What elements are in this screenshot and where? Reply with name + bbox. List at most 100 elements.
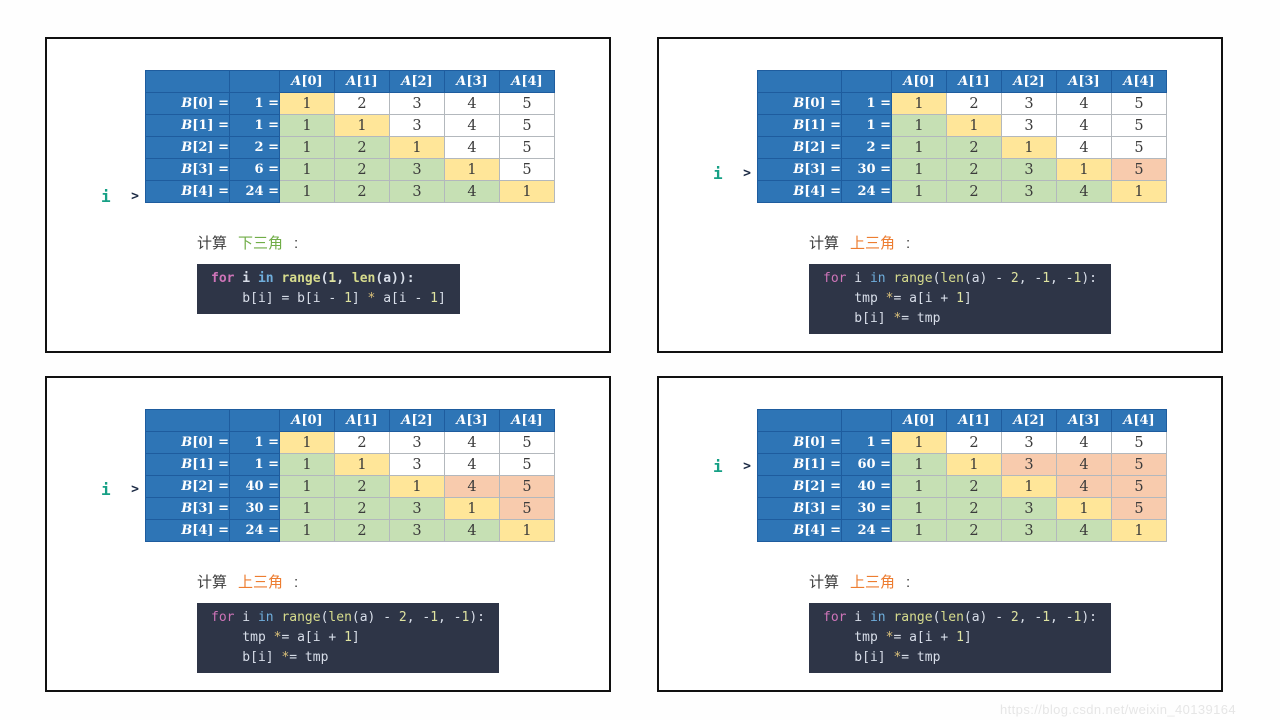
matrix-cell: 5: [499, 497, 555, 520]
row-label-cell: B[1] =: [145, 453, 230, 476]
matrix-cell: 1: [946, 114, 1002, 137]
matrix-cell: 3: [389, 497, 445, 520]
matrix-cell: 2: [946, 431, 1002, 454]
matrix-cell: 2: [946, 497, 1002, 520]
matrix-cell: 3: [389, 180, 445, 203]
code-token: 1: [956, 291, 964, 306]
matrix-cell: 2: [334, 92, 390, 115]
matrix-cell: 1: [1111, 519, 1167, 542]
matrix-cell: 4: [1056, 453, 1112, 476]
matrix-cell: 2: [946, 158, 1002, 181]
matrix-cell: 1: [1111, 180, 1167, 203]
caption-colon: :: [294, 574, 299, 591]
row-value-cell: 1 =: [229, 114, 280, 137]
row-label-cell: B[2] =: [145, 475, 230, 498]
col-header: A[4]: [499, 70, 555, 93]
code-token: len: [940, 271, 964, 286]
caption-colon: :: [906, 574, 911, 591]
matrix-cell: 1: [279, 519, 335, 542]
table-header-row: A[0]A[1]A[2]A[3]A[4]: [757, 409, 1167, 432]
row-value-cell: 30 =: [229, 497, 280, 520]
matrix-cell: 5: [1111, 453, 1167, 476]
row-value-cell: 40 =: [229, 475, 280, 498]
matrix-cell: 3: [389, 158, 445, 181]
marker-arrow-icon: >: [743, 166, 751, 181]
col-header: A[4]: [499, 409, 555, 432]
matrix-cell: 3: [1001, 92, 1057, 115]
matrix-cell: 1: [891, 519, 947, 542]
marker-arrow-icon: >: [131, 482, 139, 497]
row-value-cell: 1 =: [841, 114, 892, 137]
row-value-cell: 1 =: [841, 92, 892, 115]
matrix-cell: 4: [444, 453, 500, 476]
corner-cell: [145, 409, 230, 432]
matrix-cell: 4: [444, 136, 500, 159]
code-line: for i in range(1, len(a)):: [211, 269, 446, 289]
code-line: b[i] *= tmp: [823, 648, 1097, 668]
caption-colon: :: [906, 235, 911, 252]
col-header: A[3]: [444, 70, 500, 93]
matrix-cell: 1: [891, 158, 947, 181]
matrix-cell: 2: [946, 475, 1002, 498]
marker-i: i: [713, 163, 723, 183]
code-token: 2: [1010, 271, 1019, 286]
table-header-row: A[0]A[1]A[2]A[3]A[4]: [145, 409, 555, 432]
corner-cell: [841, 70, 892, 93]
matrix-cell: 4: [1056, 114, 1112, 137]
code-token: range: [893, 610, 933, 625]
matrix-cell: 2: [334, 475, 390, 498]
col-header: A[2]: [389, 409, 445, 432]
code-token: len: [328, 610, 352, 625]
code-block: for i in range(1, len(a)): b[i] = b[i - …: [197, 264, 460, 314]
matrix-cell: 3: [1001, 158, 1057, 181]
matrix-cell: 1: [444, 497, 500, 520]
code-token: b[i] = b[i -: [211, 291, 345, 306]
code-token: *: [893, 311, 902, 326]
matrix-cell: 4: [1056, 136, 1112, 159]
code-token: 1: [1073, 610, 1082, 625]
matrix-cell: 1: [279, 453, 335, 476]
caption-highlight: 下三角: [238, 235, 284, 252]
matrix-cell: 1: [279, 158, 335, 181]
matrix-cell: 1: [891, 453, 947, 476]
code-token: i: [234, 271, 258, 286]
code-token: tmp: [823, 291, 886, 306]
matrix-cell: 5: [499, 431, 555, 454]
caption-highlight: 上三角: [850, 235, 896, 252]
matrix-cell: 1: [891, 431, 947, 454]
matrix-cell: 2: [946, 136, 1002, 159]
code-token: b[i]: [823, 311, 894, 326]
row-label-cell: B[3] =: [145, 497, 230, 520]
code-line: tmp *= a[i + 1]: [823, 289, 1097, 309]
corner-cell: [757, 70, 842, 93]
code-token: , -: [1018, 610, 1043, 625]
matrix-cell: 4: [444, 475, 500, 498]
code-token: a[i -: [375, 291, 431, 306]
row-label-cell: B[2] =: [757, 475, 842, 498]
marker-i: i: [101, 479, 111, 499]
code-token: = tmp: [901, 650, 941, 665]
matrix-cell: 5: [499, 136, 555, 159]
code-token: (: [320, 610, 329, 625]
row-value-cell: 1 =: [229, 453, 280, 476]
matrix-cell: 3: [1001, 180, 1057, 203]
matrix-cell: 1: [279, 92, 335, 115]
code-token: (: [932, 610, 941, 625]
code-token: len: [351, 271, 376, 286]
matrix-cell: 3: [389, 453, 445, 476]
matrix-cell: 1: [279, 136, 335, 159]
row-label-cell: B[2] =: [145, 136, 230, 159]
row-label-cell: B[0] =: [757, 92, 842, 115]
code-token: = a[i +: [281, 630, 345, 645]
matrix-cell: 1: [946, 453, 1002, 476]
code-token: , -: [1018, 271, 1043, 286]
